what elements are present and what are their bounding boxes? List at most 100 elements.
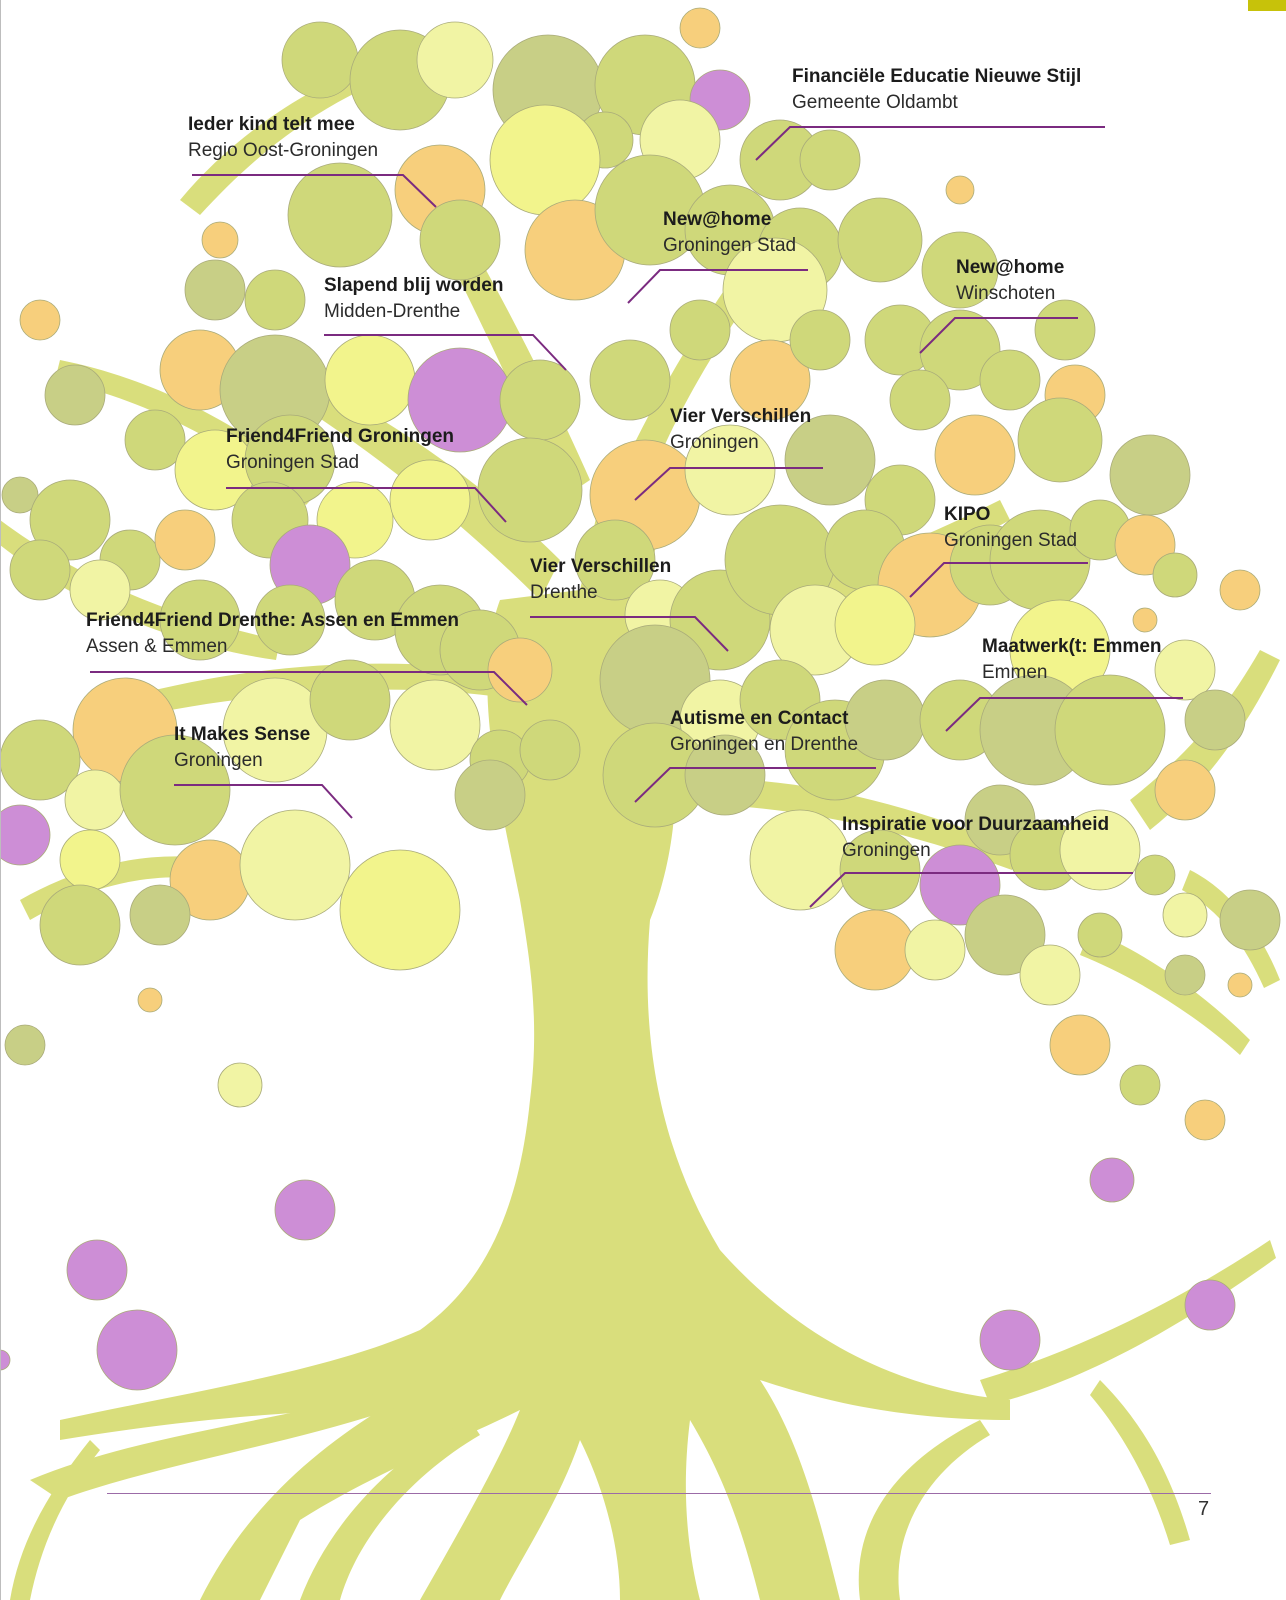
leaf-circle bbox=[324, 334, 416, 426]
leaf-circle bbox=[69, 559, 131, 621]
leaf-circle bbox=[519, 719, 581, 781]
footer-rule bbox=[107, 1493, 1211, 1494]
leaf-circle bbox=[119, 734, 231, 846]
leaf-circle bbox=[154, 509, 216, 571]
leaf-circle bbox=[979, 1309, 1041, 1371]
project-title: Maatwerk(t: Emmen bbox=[982, 636, 1162, 657]
leaf-circle bbox=[254, 584, 326, 656]
project-label-inspiratie-duurzaamheid: Inspiratie voor Duurzaamheid Groningen bbox=[842, 812, 1109, 864]
leader-line bbox=[755, 126, 1105, 161]
leaf-circle bbox=[1054, 674, 1166, 786]
leaf-circle bbox=[729, 339, 811, 421]
project-title: New@home bbox=[663, 209, 772, 230]
leaf-circle bbox=[1184, 1279, 1236, 1331]
leader-line bbox=[530, 616, 729, 652]
leader-line bbox=[909, 562, 1088, 598]
leaf-circle bbox=[124, 409, 186, 471]
leaf-circle bbox=[1059, 809, 1141, 891]
project-label-it-makes-sense: It Makes Sense Groningen bbox=[174, 722, 310, 774]
leaf-circle bbox=[489, 104, 601, 216]
project-location: Gemeente Oldambt bbox=[792, 92, 958, 113]
project-label-autisme-en-contact: Autisme en Contact Groningen en Drenthe bbox=[670, 706, 858, 758]
project-location: Groningen bbox=[670, 432, 759, 453]
leaf-circle bbox=[0, 1349, 11, 1371]
leaf-circle bbox=[834, 909, 916, 991]
project-location: Drenthe bbox=[530, 582, 598, 603]
leaf-circles bbox=[0, 7, 1281, 1391]
leaf-circle bbox=[29, 479, 111, 561]
leaf-circle bbox=[1017, 397, 1103, 483]
project-label-vier-verschillen-drenthe: Vier Verschillen Drenthe bbox=[530, 554, 671, 606]
project-title: Friend4Friend Groningen bbox=[226, 426, 455, 447]
leaf-circle bbox=[184, 259, 246, 321]
leaf-circle bbox=[1134, 854, 1176, 896]
leader-line bbox=[919, 317, 1078, 354]
leaf-circle bbox=[96, 1309, 178, 1391]
leaf-circle bbox=[1132, 607, 1158, 633]
leader-line bbox=[174, 784, 353, 819]
leaf-circle bbox=[287, 162, 393, 268]
leaf-circle bbox=[1089, 1157, 1135, 1203]
project-title: Vier Verschillen bbox=[530, 556, 672, 577]
project-location: Assen & Emmen bbox=[86, 636, 228, 657]
project-title: Ieder kind telt mee bbox=[188, 114, 355, 135]
project-title: Slapend blij worden bbox=[324, 275, 504, 296]
leaf-circle bbox=[1034, 299, 1096, 361]
leader-lines bbox=[90, 126, 1183, 908]
leaf-circle bbox=[749, 809, 851, 911]
project-label-newathome-stad: New@home Groningen Stad bbox=[663, 207, 796, 259]
leaf-circle bbox=[281, 21, 359, 99]
leaf-circle bbox=[419, 199, 501, 281]
leaf-circle bbox=[1184, 689, 1246, 751]
leaf-circle bbox=[244, 269, 306, 331]
leaf-circle bbox=[1164, 954, 1206, 996]
corner-accent-tab bbox=[1248, 0, 1286, 11]
leaf-circle bbox=[159, 579, 241, 661]
project-title: It Makes Sense bbox=[174, 724, 311, 745]
leaf-circle bbox=[389, 679, 481, 771]
leaf-circle bbox=[837, 197, 923, 283]
leaf-circle bbox=[904, 919, 966, 981]
leaf-circle bbox=[64, 769, 126, 831]
leaf-circle bbox=[0, 719, 81, 801]
leaf-circle bbox=[129, 884, 191, 946]
project-title: KIPO bbox=[944, 504, 991, 525]
leaf-circle bbox=[945, 175, 975, 205]
project-location: Groningen en Drenthe bbox=[670, 734, 859, 755]
project-label-slapend-blij: Slapend blij worden Midden-Drenthe bbox=[324, 273, 503, 325]
leaf-circle bbox=[934, 414, 1016, 496]
leaf-circle bbox=[1219, 569, 1261, 611]
project-label-vier-verschillen-groningen: Vier Verschillen Groningen bbox=[670, 404, 811, 456]
leaf-circle bbox=[679, 7, 721, 49]
project-title: Inspiratie voor Duurzaamheid bbox=[842, 814, 1110, 835]
leaf-circle bbox=[274, 1179, 336, 1241]
leader-line bbox=[945, 697, 1183, 732]
leaf-circle bbox=[9, 539, 71, 601]
leaf-circle bbox=[59, 829, 121, 891]
project-location: Regio Oost-Groningen bbox=[188, 140, 379, 161]
leader-line bbox=[324, 334, 567, 371]
leaf-circle bbox=[1154, 639, 1216, 701]
leaf-circle bbox=[454, 759, 526, 831]
leader-line bbox=[634, 767, 876, 803]
leaf-circle bbox=[0, 804, 51, 866]
project-location: Groningen Stad bbox=[226, 452, 360, 473]
leader-line bbox=[90, 671, 528, 706]
leaf-circle bbox=[684, 424, 776, 516]
page-number: 7 bbox=[1198, 1498, 1210, 1520]
leader-line bbox=[634, 467, 823, 501]
project-location: Winschoten bbox=[956, 283, 1056, 304]
leaf-circle bbox=[784, 414, 876, 506]
leaf-circle bbox=[799, 129, 861, 191]
page-left-border bbox=[0, 0, 1, 1600]
project-label-maatwerkt-emmen: Maatwerk(t: Emmen Emmen bbox=[982, 634, 1162, 686]
project-label-ieder-kind: Ieder kind telt mee Regio Oost-Groningen bbox=[188, 112, 378, 164]
leaf-circle bbox=[834, 584, 916, 666]
leaf-circle bbox=[1154, 759, 1216, 821]
leaf-circle bbox=[309, 659, 391, 741]
leaf-circle bbox=[979, 349, 1041, 411]
leaf-circle bbox=[964, 894, 1046, 976]
leaf-circle bbox=[389, 459, 471, 541]
project-location: Emmen bbox=[982, 662, 1048, 683]
